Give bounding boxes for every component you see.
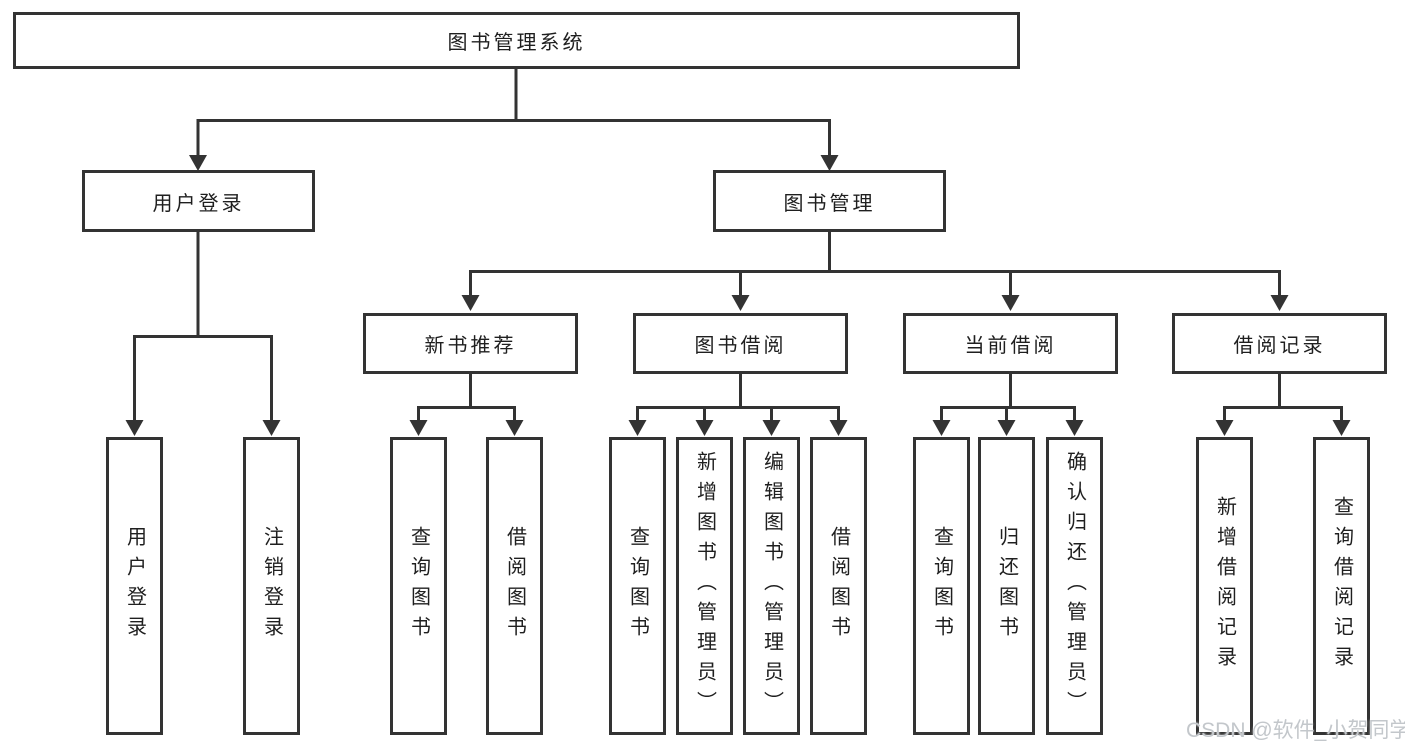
leaf-query-borrow-record-label: 查询借阅记录 [1330,496,1353,676]
leaf-borrow-books-1-label: 借阅图书 [503,526,526,646]
node-library-system-label: 图书管理系统 [447,32,586,54]
node-current-borrowing: 当前借阅 [903,313,1118,374]
leaf-add-borrow-record: 新增借阅记录 [1196,437,1253,735]
leaf-user-login: 用户登录 [106,437,163,735]
leaf-borrow-books-1: 借阅图书 [486,437,543,735]
node-library-system: 图书管理系统 [13,12,1020,69]
leaf-add-book-admin: 新增图书（管理员） [676,437,733,735]
leaf-edit-book-admin: 编辑图书（管理员） [743,437,800,735]
leaf-logout-label: 注销登录 [260,526,283,646]
leaf-borrow-books-2-label: 借阅图书 [827,526,850,646]
node-book-borrowing-label: 图书借阅 [694,335,787,357]
node-book-management-label: 图书管理 [783,192,876,215]
leaf-edit-book-admin-label: 编辑图书（管理员） [760,451,783,721]
node-current-borrowing-label: 当前借阅 [964,335,1057,357]
csdn-watermark: CSDN @软件_小贺同学 [1186,719,1405,742]
leaf-logout: 注销登录 [243,437,300,735]
node-new-book-recommend-label: 新书推荐 [424,335,517,357]
leaf-query-books-3: 查询图书 [913,437,970,735]
leaf-query-books-1: 查询图书 [390,437,447,735]
leaf-add-borrow-record-label: 新增借阅记录 [1213,496,1236,676]
leaf-return-books: 归还图书 [978,437,1035,735]
leaf-query-books-3-label: 查询图书 [930,526,953,646]
leaf-add-book-admin-label: 新增图书（管理员） [693,451,716,721]
node-borrowing-records: 借阅记录 [1172,313,1387,374]
leaf-query-books-2: 查询图书 [609,437,666,735]
leaf-confirm-return-admin: 确认归还（管理员） [1046,437,1103,735]
leaf-confirm-return-admin-label: 确认归还（管理员） [1063,451,1086,721]
leaf-return-books-label: 归还图书 [995,526,1018,646]
leaf-query-borrow-record: 查询借阅记录 [1313,437,1370,735]
node-book-borrowing: 图书借阅 [633,313,848,374]
leaf-user-login-label: 用户登录 [123,526,146,646]
node-book-management: 图书管理 [713,170,946,232]
node-new-book-recommend: 新书推荐 [363,313,578,374]
leaf-query-books-1-label: 查询图书 [407,526,430,646]
node-user-login-label: 用户登录 [152,192,245,215]
node-borrowing-records-label: 借阅记录 [1233,335,1326,357]
leaf-query-books-2-label: 查询图书 [626,526,649,646]
node-user-login: 用户登录 [82,170,315,232]
leaf-borrow-books-2: 借阅图书 [810,437,867,735]
